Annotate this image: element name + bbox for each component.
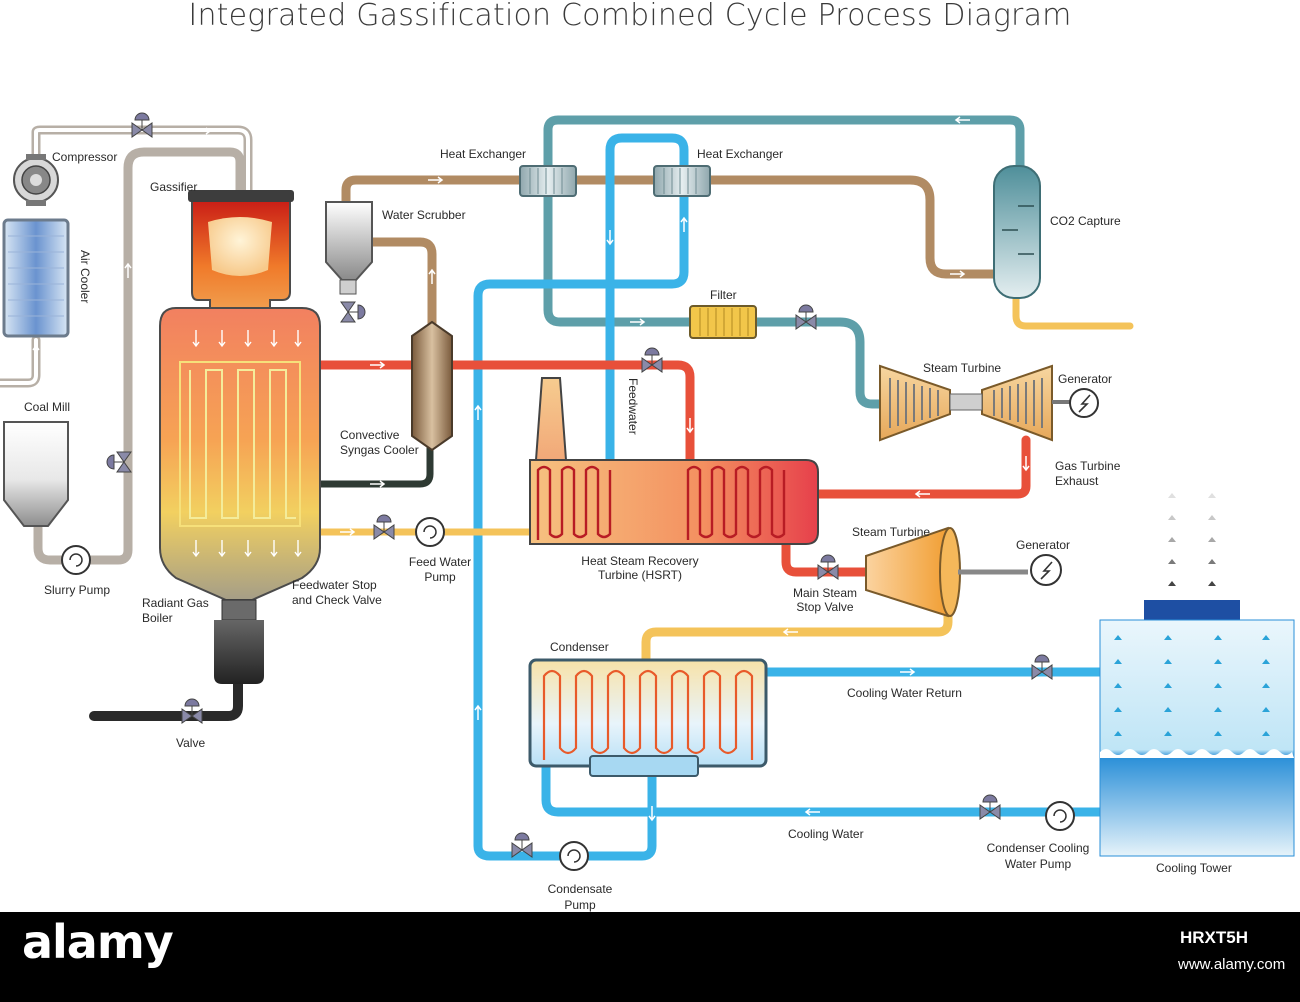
heat-exchanger-right-icon: [653, 165, 711, 197]
hsrt-icon: [529, 377, 819, 545]
label-gassifier: Gassifier: [150, 180, 198, 194]
exhaust-pipe: [811, 435, 1031, 499]
label-valve: Valve: [176, 736, 206, 750]
teal-pipe-2: [543, 185, 889, 409]
label-steam-turbine-bottom: Steam Turbine: [852, 525, 931, 539]
radiant-gas-boiler-icon: [159, 307, 321, 684]
main-steam-pipe: [781, 540, 871, 577]
air-cooler-pipe-inner: [0, 338, 38, 385]
label-condenser-cooling-pump-1: Condenser Cooling: [986, 841, 1090, 855]
heat-exchanger-left-icon: [519, 165, 577, 197]
valve-feedwater-stop-icon: [373, 514, 395, 540]
label-generator-top: Generator: [1058, 372, 1113, 386]
label-radiant-gas-boiler-2: Boiler: [142, 611, 173, 625]
feedwater-blue-pipe: [605, 133, 689, 465]
compressor-icon: [13, 154, 59, 206]
site-url: www.alamy.com: [1178, 956, 1286, 973]
slurry-pump-icon: [61, 545, 91, 575]
label-condensate-pump-2: Pump: [564, 898, 596, 912]
label-feedwater-stop-2: and Check Valve: [292, 593, 382, 607]
valve-cooling-water-icon: [979, 794, 1001, 820]
steam-turbine-top-icon: [879, 364, 1070, 442]
condenser-cooling-pump-icon: [1045, 801, 1075, 831]
generator-top-icon: [1069, 388, 1099, 418]
label-convective-2: Syngas Cooler: [340, 443, 419, 457]
coal-mill-icon: [3, 421, 69, 527]
hot-gas-pipe: [313, 360, 695, 465]
valve-scrubber-icon: [340, 301, 366, 323]
label-condensate-pump-1: Condensate: [547, 882, 613, 896]
valve-cooling-return-icon: [1031, 654, 1053, 680]
label-co2-capture: CO2 Capture: [1050, 214, 1121, 228]
pipes: [0, 115, 1134, 861]
air-cooler-pipe: [0, 335, 41, 388]
ash-pipe: [89, 675, 243, 721]
filter-icon: [689, 305, 757, 339]
label-coal-mill: Coal Mill: [24, 400, 71, 414]
water-scrubber-icon: [325, 201, 373, 295]
teal-pipe: [543, 115, 1025, 185]
label-steam-turbine-top: Steam Turbine: [923, 361, 1002, 375]
label-compressor: Compressor: [52, 150, 118, 164]
label-feed-water-pump-1: Feed Water: [408, 555, 472, 569]
generator-bottom-icon: [1030, 554, 1062, 586]
label-slurry-pump: Slurry Pump: [44, 583, 111, 597]
label-air-cooler: Air Cooler: [78, 250, 92, 304]
valve-main-steam-icon: [817, 554, 839, 580]
label-condenser-cooling-pump-2: Water Pump: [1004, 857, 1072, 871]
label-cooling-water-return: Cooling Water Return: [847, 686, 962, 700]
co2-yellow-pipe: [1012, 292, 1134, 330]
label-condenser: Condenser: [550, 640, 609, 654]
condenser-icon: [528, 658, 768, 777]
page-title: Integrated Gassification Combined Cycle …: [188, 0, 1072, 33]
label-filter: Filter: [710, 288, 737, 302]
label-heat-exchanger-left: Heat Exchanger: [440, 147, 527, 161]
label-convective-1: Convective: [340, 428, 400, 442]
condensate-pump-icon: [559, 841, 589, 871]
slurry-pipe: [33, 147, 245, 565]
air-cooler-icon: [2, 218, 70, 338]
flow-arrows: [32, 116, 1030, 822]
co2-capture-icon: [993, 165, 1041, 299]
syngas-pipe: [341, 175, 1005, 279]
label-radiant-gas-boiler-1: Radiant Gas: [142, 596, 209, 610]
label-feedwater-stop-1: Feedwater Stop: [292, 578, 377, 592]
image-id: HRXT5H: [1180, 928, 1249, 947]
feed-water-pump-icon: [415, 517, 445, 547]
label-water-scrubber: Water Scrubber: [382, 208, 466, 222]
label-gas-turbine-exhaust-1: Gas Turbine: [1055, 459, 1121, 473]
cooling-water-pipe: [541, 763, 1105, 817]
label-main-steam-2: Stop Valve: [796, 600, 854, 614]
label-feed-water-pump-2: Pump: [424, 570, 456, 584]
footer-bar: [0, 912, 1300, 1002]
dark-syngas-pipe: [314, 444, 434, 488]
label-gas-turbine-exhaust-2: Exhaust: [1055, 474, 1099, 488]
label-heat-exchanger-right: Heat Exchanger: [697, 147, 784, 161]
label-generator-bottom: Generator: [1016, 538, 1071, 552]
blue-loop-pipe: [473, 187, 689, 861]
label-cooling-water: Cooling Water: [788, 827, 864, 841]
gassifier-icon: [188, 190, 294, 313]
convective-syngas-cooler-icon: [411, 320, 453, 452]
brand-logo: alamy: [22, 915, 174, 969]
valve-hot-gas-icon: [641, 347, 663, 373]
label-feedwater: Feedwater: [626, 378, 640, 435]
valve-air-icon: [131, 112, 153, 138]
valve-filter-icon: [795, 304, 817, 330]
label-cooling-tower: Cooling Tower: [1156, 861, 1232, 875]
label-hsrt-2: Turbine (HSRT): [597, 568, 683, 582]
label-hsrt-1: Heat Steam Recovery: [581, 554, 699, 568]
valve-slurry-icon: [106, 451, 132, 473]
scrubber-pipe: [367, 237, 437, 333]
valve-ash-icon: [181, 698, 203, 724]
steam-turbine-bottom-icon: [865, 526, 1028, 618]
cooling-tower-icon: [1099, 493, 1295, 857]
label-main-steam-1: Main Steam: [792, 586, 858, 600]
valve-condensate-icon: [511, 832, 533, 858]
